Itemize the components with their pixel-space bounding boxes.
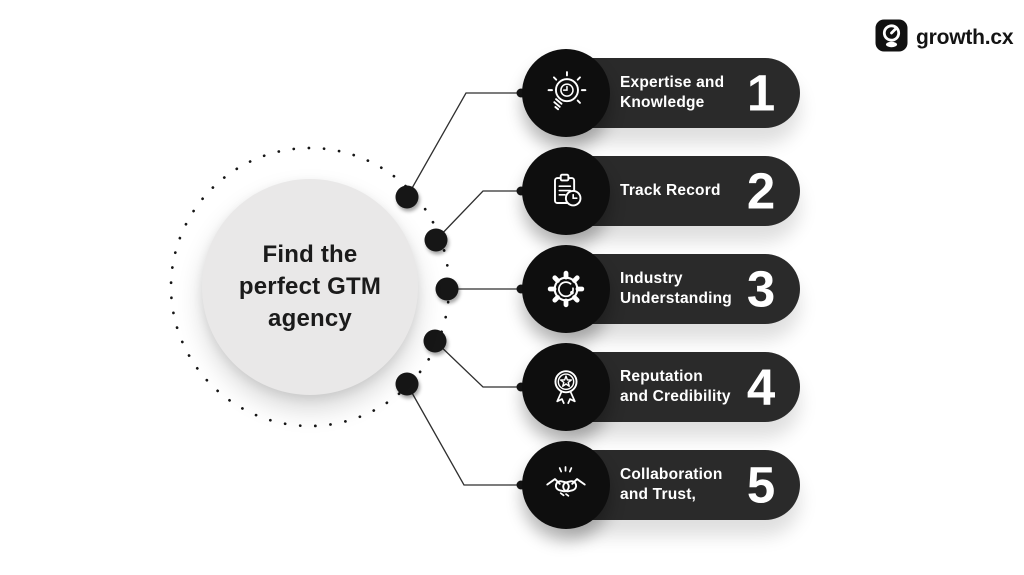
step-icon-circle-2 bbox=[522, 147, 610, 235]
step-number: 4 bbox=[746, 358, 776, 416]
clipboard-clock-icon bbox=[554, 173, 582, 207]
step-number: 3 bbox=[746, 260, 776, 318]
step-icon-circle-5 bbox=[522, 441, 610, 529]
step-icon-circle-3 bbox=[522, 245, 610, 333]
connector-lines bbox=[406, 92, 521, 486]
step-number: 5 bbox=[746, 456, 776, 514]
medal-star-icon bbox=[554, 370, 578, 405]
step-label: Collaboration and Trust, bbox=[620, 466, 723, 503]
idea-lightbulb-icon bbox=[547, 71, 587, 111]
center-circle: Find the perfect GTM agency bbox=[202, 179, 418, 395]
step-number: 1 bbox=[746, 64, 776, 122]
gear-icon bbox=[547, 270, 585, 308]
handshake-icon bbox=[546, 466, 586, 497]
step-label: Industry Understanding bbox=[620, 270, 732, 307]
brand-logo: growth.cx bbox=[875, 19, 1014, 57]
connector-node-dots bbox=[395, 185, 459, 396]
step-icon-circle-1 bbox=[522, 49, 610, 137]
step-label: Reputation and Credibility bbox=[620, 368, 731, 405]
step-label: Expertise and Knowledge bbox=[620, 74, 725, 111]
brand-name: growth.cx bbox=[916, 26, 1014, 49]
page-title: Find the perfect GTM agency bbox=[238, 241, 382, 332]
gauge-g-icon bbox=[875, 19, 908, 57]
step-icon-circle-4 bbox=[522, 343, 610, 431]
step-label: Track Record bbox=[620, 182, 721, 199]
step-number: 2 bbox=[746, 162, 776, 220]
